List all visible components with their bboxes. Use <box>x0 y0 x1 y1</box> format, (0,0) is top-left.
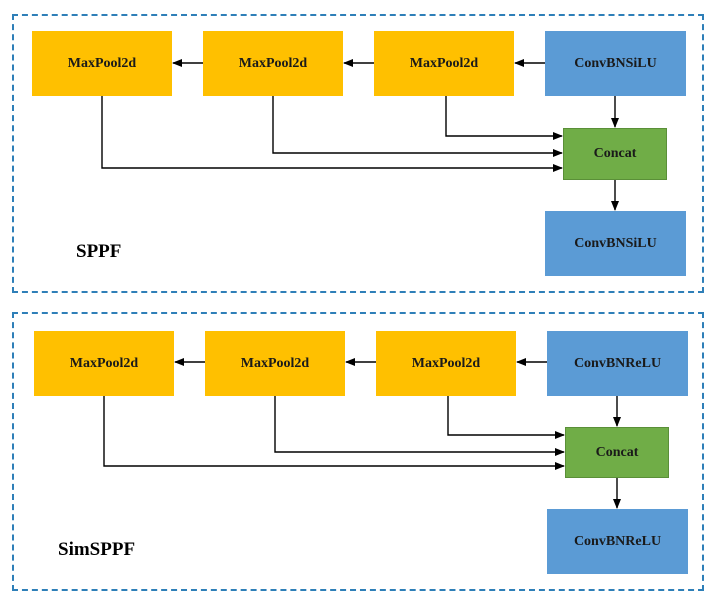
sppf-conv-out: ConvBNSiLU <box>545 211 686 276</box>
simsppf-arrow-pool3-to-concat <box>447 396 565 439</box>
sppf-arrow-pool3-to-concat <box>445 96 563 140</box>
sppf-panel <box>12 14 704 293</box>
sppf-title: SPPF <box>76 241 122 262</box>
simsppf-conv-out: ConvBNReLU <box>547 509 688 574</box>
sppf-maxpool-2: MaxPool2d <box>203 31 343 96</box>
sppf-arrow-pool1-to-concat <box>101 96 563 172</box>
sppf-maxpool-1: MaxPool2d <box>32 31 172 96</box>
sppf-conv-in: ConvBNSiLU <box>545 31 686 96</box>
simsppf-arrow-pool1-to-concat <box>103 396 565 470</box>
sppf-concat: Concat <box>563 128 667 180</box>
simsppf-arrow-pool2-to-concat <box>274 396 565 456</box>
simsppf-conv-in: ConvBNReLU <box>547 331 688 396</box>
simsppf-concat: Concat <box>565 427 669 478</box>
simsppf-maxpool-2: MaxPool2d <box>205 331 345 396</box>
simsppf-maxpool-3: MaxPool2d <box>376 331 516 396</box>
sppf-arrow-pool2-to-concat <box>272 96 563 157</box>
sppf-maxpool-3: MaxPool2d <box>374 31 514 96</box>
simsppf-maxpool-1: MaxPool2d <box>34 331 174 396</box>
simsppf-panel <box>12 312 704 591</box>
simsppf-title: SimSPPF <box>58 539 136 560</box>
